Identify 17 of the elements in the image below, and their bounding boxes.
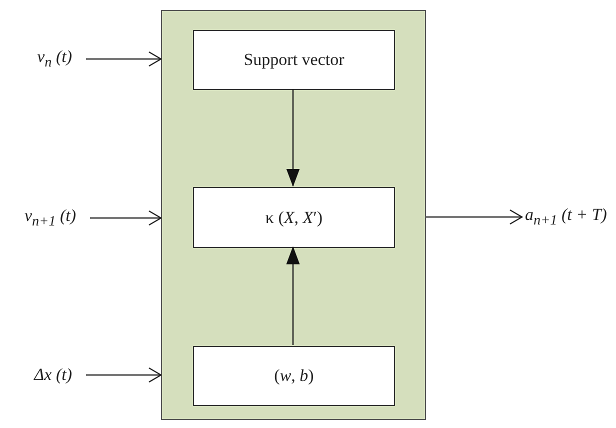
arrow xyxy=(286,246,300,345)
arrow xyxy=(90,210,162,226)
signal-label: v$_{n}$ (t) xyxy=(37,46,72,72)
system-panel xyxy=(161,10,426,420)
process-box xyxy=(193,346,395,406)
arrow xyxy=(86,367,162,383)
arrow xyxy=(86,51,162,67)
process-box xyxy=(193,187,395,248)
block-label: Support vector xyxy=(244,50,344,70)
signal-label: v$_{n+1}$ (t) xyxy=(24,206,76,230)
arrow xyxy=(286,89,300,187)
signal-label: a$_{n+1}$ (t + T) xyxy=(525,204,607,230)
block-label: κ (X, X′) xyxy=(265,208,323,228)
arrow xyxy=(426,209,523,225)
block-label: (w, b) xyxy=(274,366,314,386)
process-box xyxy=(193,30,395,90)
signal-label: Δx (t) xyxy=(34,365,72,385)
